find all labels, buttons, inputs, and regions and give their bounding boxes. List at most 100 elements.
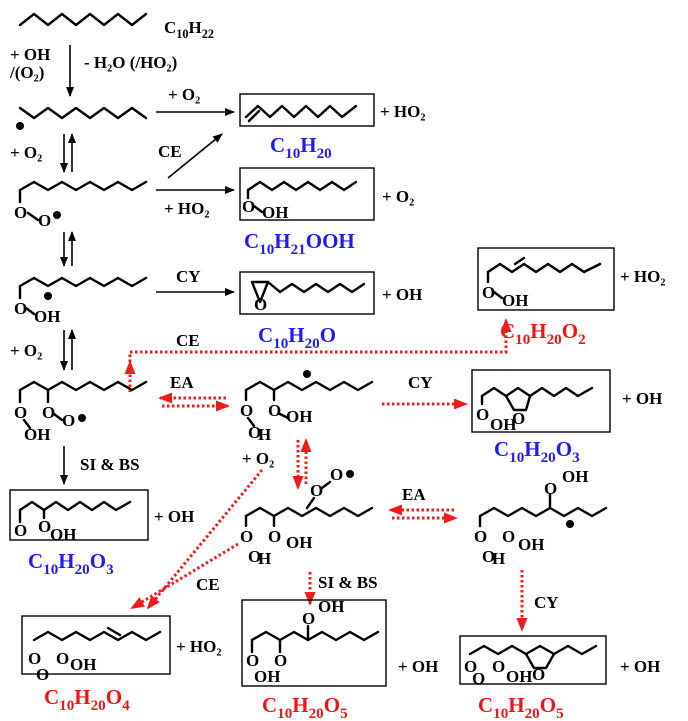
ro2-o2: O [38,211,51,230]
pooh2-o2: O [248,423,261,442]
uhp-skeleton [486,262,602,274]
udhp-double-bond [106,626,122,637]
decene-skeleton [244,104,358,119]
hooqooh-radical-dot [566,520,574,528]
kdhp-oh-top: OH [318,597,344,616]
step1-left-label-2: /(O₂) [9,63,44,82]
hydroperoxide-skeleton [246,180,358,192]
o2qooh-skeleton [18,380,148,392]
ceh-o1: O [476,405,489,424]
product-formula-p8: C10H20O5 [262,693,348,721]
uhp-o1: O [482,283,495,302]
reactant-formula: C10H22 [164,18,214,41]
coproduct-oh-2: + OH [622,389,662,408]
cedhp-skeleton [468,644,598,656]
pooh2-o3-o [278,412,290,420]
uhp-oh: OH [502,291,528,310]
cedhp-o1: O [464,657,477,676]
qooh-radical-dot [44,292,52,300]
o2qooh-o3: O [62,411,75,430]
hooqooh-o3: O [502,527,515,546]
pooh2-o1-o [246,416,256,428]
o2pooh2-radical-dot [346,470,354,478]
arrow-ce-to-decene [167,133,223,179]
label-ce-1: CE [158,142,182,161]
product-formula-p3: C10H20O [258,323,336,352]
hooqooh-oh-top: OH [562,467,588,486]
label-cy-3: CY [534,593,559,612]
label-ce-3: CE [196,575,220,594]
o2qooh-radical-dot [78,414,86,422]
ro2-o1: O [14,203,27,222]
o2pooh2-c-o [305,496,316,510]
o2pooh2-o-top1: O [310,481,323,500]
product-formula-p5: C10H20O3 [494,437,580,466]
label-si-bs-1: SI & BS [80,455,140,474]
o2pooh2-o1: O [240,527,253,546]
step1-right-label: - H₂O (/HO₂) [84,53,177,72]
label-o2-1: + O₂ [168,85,200,104]
kdhp-o1: O [246,651,259,670]
label-cy-1: CY [176,267,201,286]
uhp-double-bond [513,256,526,266]
box-cyclic-ether-hp [471,369,611,433]
label-ce-2: CE [176,331,200,350]
cedhp-ring-o: O [532,665,545,684]
step1-left-label: + OH [10,45,50,64]
label-o2-eq3: + O₂ [10,341,42,360]
qooh-skeleton [18,276,148,288]
udhp-o1: O [28,649,41,668]
ro2-o-o [26,211,40,222]
qooh-oh: OH [34,307,60,326]
box-keto-dihydroperoxide [241,599,387,687]
khp-o1: O [14,521,27,540]
pooh2-o3: O [268,401,281,420]
o2qooh-o1: O [14,403,27,422]
kdhp-skeleton [250,630,380,642]
coproduct-oh-4: + OH [398,657,438,676]
udhp-o3: O [56,649,69,668]
ro2-radical-dot [53,211,61,219]
label-si-bs-2: SI & BS [318,573,378,592]
hooqooh-o-top: O [544,479,557,498]
box-epoxide [239,271,375,315]
khp-skeleton [18,500,132,512]
pooh2-oh: OH [286,407,312,426]
epoxide-chain [278,282,366,294]
coproduct-ho2-1: + HO₂ [380,102,425,121]
ro2-skeleton [18,180,148,192]
hooqooh-h: H [492,549,505,568]
product-formula-p4: C10H20O2 [500,319,586,348]
epoxide-o: O [254,295,267,314]
udhp-oh: OH [70,655,96,674]
pooh2-skeleton [244,380,374,392]
pooh2-radical-dot [303,370,311,378]
radical-dot [16,122,24,130]
o2pooh2-o3: O [268,527,281,546]
hooqooh-o1: O [474,527,487,546]
o2pooh2-o2: O [248,547,261,566]
decyl-radical-skeleton [18,106,148,120]
khp-oh: OH [50,525,76,544]
box-ketohydroperoxide [9,489,149,541]
epoxide-ring [250,280,270,304]
kdhp-ketone-o: O [274,651,287,670]
cedhp-o2: O [472,669,485,688]
hp-oh: OH [262,203,288,222]
o2pooh2-o-o-top [320,480,332,490]
label-ea-1: EA [170,373,194,392]
cedhp-o3: O [492,657,505,676]
o2qooh-o2: O [42,403,55,422]
cedhp-oh: OH [506,667,532,686]
box-decene [239,93,375,127]
hp-o1: O [242,197,255,216]
epoxide-chain-start [266,280,282,294]
label-ho2: + HO₂ [164,199,209,218]
coproduct-o2: + O₂ [382,187,414,206]
o2pooh2-oh: OH [286,533,312,552]
hooqooh-skeleton [478,506,608,518]
label-cy-2: CY [408,373,433,392]
coproduct-ho2-2: + HO₂ [620,267,665,286]
hooqooh-o2: O [482,547,495,566]
